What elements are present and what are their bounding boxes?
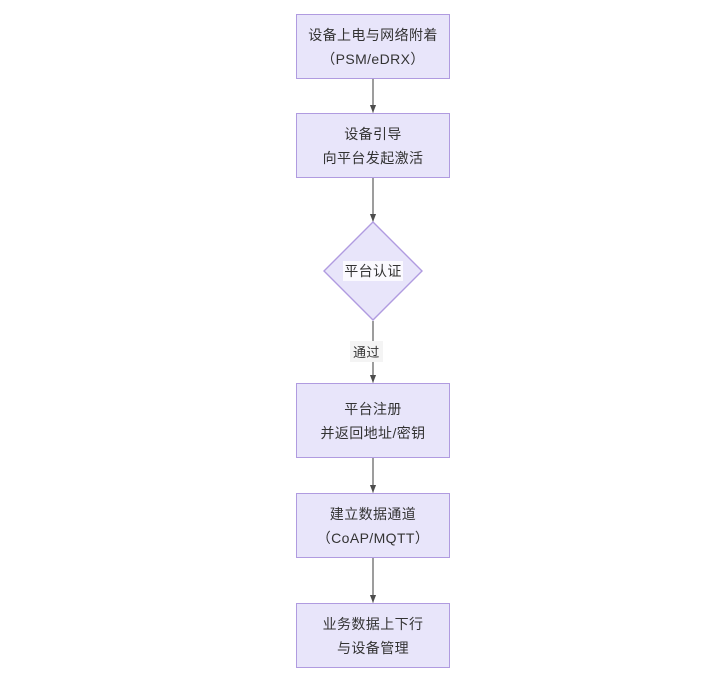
node-service-data-line-1: 业务数据上下行 [322, 615, 424, 632]
node-service-data[interactable]: 业务数据上下行 与设备管理 [296, 603, 450, 668]
node-data-channel-line-1: 建立数据通道 [329, 505, 417, 522]
node-platform-register-line-1: 平台注册 [344, 400, 402, 417]
node-platform-register[interactable]: 平台注册 并返回地址/密钥 [296, 383, 450, 458]
node-data-channel[interactable]: 建立数据通道 （CoAP/MQTT） [296, 493, 450, 558]
node-bootstrap[interactable]: 设备引导 向平台发起激活 [296, 113, 450, 178]
node-power-on-line-1: 设备上电与网络附着 [308, 26, 438, 43]
node-bootstrap-line-1: 设备引导 [344, 125, 402, 142]
node-platform-auth[interactable]: 平台认证 [323, 221, 423, 321]
edge-label-pass-text: 通过 [353, 345, 380, 360]
node-power-on-line-2: （PSM/eDRX） [321, 50, 425, 67]
node-bootstrap-line-2: 向平台发起激活 [322, 149, 424, 166]
node-data-channel-line-2: （CoAP/MQTT） [316, 529, 430, 546]
node-platform-register-line-2: 并返回地址/密钥 [320, 424, 426, 441]
node-service-data-line-2: 与设备管理 [337, 639, 409, 656]
node-power-on[interactable]: 设备上电与网络附着 （PSM/eDRX） [296, 14, 450, 79]
node-platform-auth-label: 平台认证 [343, 261, 403, 281]
edge-label-pass: 通过 [350, 341, 383, 362]
node-platform-auth-label-wrap: 平台认证 [323, 221, 423, 321]
